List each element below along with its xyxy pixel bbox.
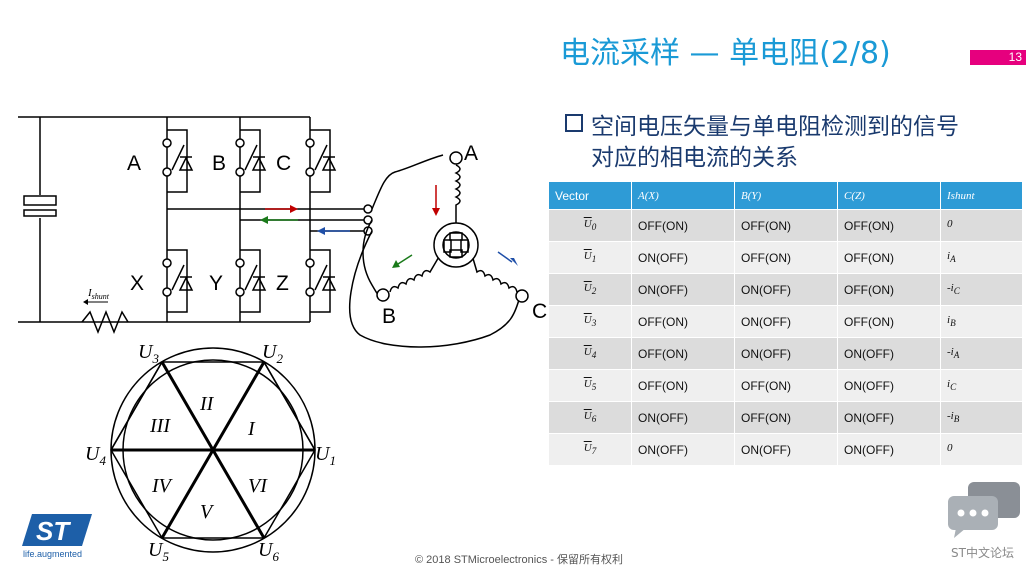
col-c: C(Z) bbox=[837, 182, 941, 210]
table-row: U3 OFF(ON) ON(OFF) OFF(ON) iB bbox=[549, 305, 1023, 338]
switch-label-b: B bbox=[212, 152, 226, 175]
table-row: U0 OFF(ON) OFF(ON) OFF(ON) 0 bbox=[549, 209, 1023, 242]
vector-cell: U1 bbox=[549, 241, 632, 274]
page-title: 电流采样 — 单电阻(2/8) bbox=[560, 36, 891, 71]
motor-phase-a-label: A bbox=[464, 142, 478, 165]
state-cell: OFF(ON) bbox=[631, 209, 735, 242]
state-cell: ON(OFF) bbox=[631, 241, 735, 274]
sector-label-iv: IV bbox=[151, 475, 174, 497]
ishunt-cell: -iA bbox=[940, 337, 1023, 370]
state-cell: OFF(ON) bbox=[734, 401, 838, 434]
state-cell: ON(OFF) bbox=[631, 401, 735, 434]
sector-label-iii: III bbox=[149, 415, 171, 437]
switch-label-c: C bbox=[276, 152, 291, 175]
current-arrows bbox=[260, 185, 518, 268]
vector-cell: U2 bbox=[549, 273, 632, 306]
table-row: U2 ON(OFF) ON(OFF) OFF(ON) -iC bbox=[549, 273, 1023, 306]
state-cell: ON(OFF) bbox=[631, 433, 735, 465]
switch-label-a: A bbox=[127, 152, 141, 175]
ishunt-cell: -iC bbox=[940, 273, 1023, 306]
state-cell: ON(OFF) bbox=[734, 305, 838, 338]
state-cell: ON(OFF) bbox=[734, 273, 838, 306]
state-cell: OFF(ON) bbox=[837, 273, 941, 306]
table-row: U6 ON(OFF) OFF(ON) ON(OFF) -iB bbox=[549, 401, 1023, 434]
vector-cell: U3 bbox=[549, 305, 632, 338]
logo-tagline: life.augmented bbox=[23, 549, 83, 559]
motor-phase-c-label: C bbox=[532, 300, 547, 323]
forum-label[interactable]: ST中文论坛 bbox=[951, 546, 1014, 560]
bullet-point: 空间电压矢量与单电阻检测到的信号 对应的相电流的关系 bbox=[565, 112, 1015, 174]
state-cell: OFF(ON) bbox=[837, 305, 941, 338]
checkbox-bullet-icon bbox=[565, 114, 583, 132]
switch-label-x: X bbox=[130, 272, 144, 295]
state-cell: OFF(ON) bbox=[837, 241, 941, 274]
table-row: U5 OFF(ON) OFF(ON) ON(OFF) iC bbox=[549, 369, 1023, 402]
vector-switching-table: Vector A(X) B(Y) C(Z) Ishunt U0 OFF(ON) … bbox=[549, 182, 1023, 465]
state-cell: OFF(ON) bbox=[734, 209, 838, 242]
state-cell: OFF(ON) bbox=[734, 369, 838, 402]
sector-label-ii: II bbox=[199, 393, 215, 415]
page-number-badge: 13 bbox=[970, 50, 1026, 65]
col-vector: Vector bbox=[549, 182, 632, 210]
state-cell: ON(OFF) bbox=[631, 273, 735, 306]
shunt-label: Ishunt bbox=[87, 287, 110, 301]
ishunt-cell: iB bbox=[940, 305, 1023, 338]
vector-cell: U0 bbox=[549, 209, 632, 242]
state-cell: ON(OFF) bbox=[837, 369, 941, 402]
vector-cell: U4 bbox=[549, 337, 632, 370]
state-cell: OFF(ON) bbox=[837, 209, 941, 242]
col-ishunt: Ishunt bbox=[940, 182, 1023, 210]
vector-u6-label: U6 bbox=[258, 539, 279, 564]
state-cell: ON(OFF) bbox=[837, 337, 941, 370]
sector-label-v: V bbox=[200, 501, 215, 523]
state-cell: OFF(ON) bbox=[631, 369, 735, 402]
col-a: A(X) bbox=[631, 182, 735, 210]
vector-cell: U7 bbox=[549, 433, 632, 465]
switch-label-y: Y bbox=[209, 272, 223, 295]
sector-label-i: I bbox=[247, 418, 256, 440]
bullet-line-1: 空间电压矢量与单电阻检测到的信号 bbox=[591, 114, 959, 140]
bullet-line-2: 对应的相电流的关系 bbox=[591, 145, 798, 171]
sector-label-vi: VI bbox=[248, 475, 268, 497]
vector-u2-label: U2 bbox=[262, 341, 283, 366]
st-logo-icon: ST bbox=[22, 514, 92, 546]
vector-u4-label: U4 bbox=[85, 443, 106, 468]
svg-text:ST: ST bbox=[36, 516, 71, 546]
chat-bubbles-icon[interactable] bbox=[946, 482, 1022, 540]
ishunt-cell: iA bbox=[940, 241, 1023, 274]
inverter-diagram: A B C X Y Z A B C Ishunt U1 U2 U3 U4 U5 … bbox=[18, 116, 547, 564]
ishunt-cell: -iB bbox=[940, 401, 1023, 434]
state-cell: ON(OFF) bbox=[837, 433, 941, 465]
state-cell: OFF(ON) bbox=[631, 305, 735, 338]
ishunt-cell: 0 bbox=[940, 433, 1023, 465]
vector-u3-label: U3 bbox=[138, 341, 159, 366]
col-b: B(Y) bbox=[734, 182, 838, 210]
vector-cell: U5 bbox=[549, 369, 632, 402]
vector-u5-label: U5 bbox=[148, 539, 169, 564]
table-row: U1 ON(OFF) OFF(ON) OFF(ON) iA bbox=[549, 241, 1023, 274]
copyright-footer: © 2018 STMicroelectronics - 保留所有权利 bbox=[415, 554, 623, 566]
state-cell: ON(OFF) bbox=[734, 433, 838, 465]
switch-label-z: Z bbox=[276, 272, 289, 295]
motor-phase-b-label: B bbox=[382, 305, 396, 328]
vector-u1-label: U1 bbox=[315, 443, 336, 468]
state-cell: OFF(ON) bbox=[631, 337, 735, 370]
vector-cell: U6 bbox=[549, 401, 632, 434]
table-header-row: Vector A(X) B(Y) C(Z) Ishunt bbox=[549, 182, 1023, 210]
inverter-circuit bbox=[18, 116, 529, 553]
table-row: U4 OFF(ON) ON(OFF) ON(OFF) -iA bbox=[549, 337, 1023, 370]
state-cell: ON(OFF) bbox=[734, 337, 838, 370]
page-number: 13 bbox=[1008, 50, 1022, 64]
state-cell: ON(OFF) bbox=[837, 401, 941, 434]
table-row: U7 ON(OFF) ON(OFF) ON(OFF) 0 bbox=[549, 433, 1023, 465]
ishunt-cell: iC bbox=[940, 369, 1023, 402]
state-cell: OFF(ON) bbox=[734, 241, 838, 274]
ishunt-cell: 0 bbox=[940, 209, 1023, 242]
